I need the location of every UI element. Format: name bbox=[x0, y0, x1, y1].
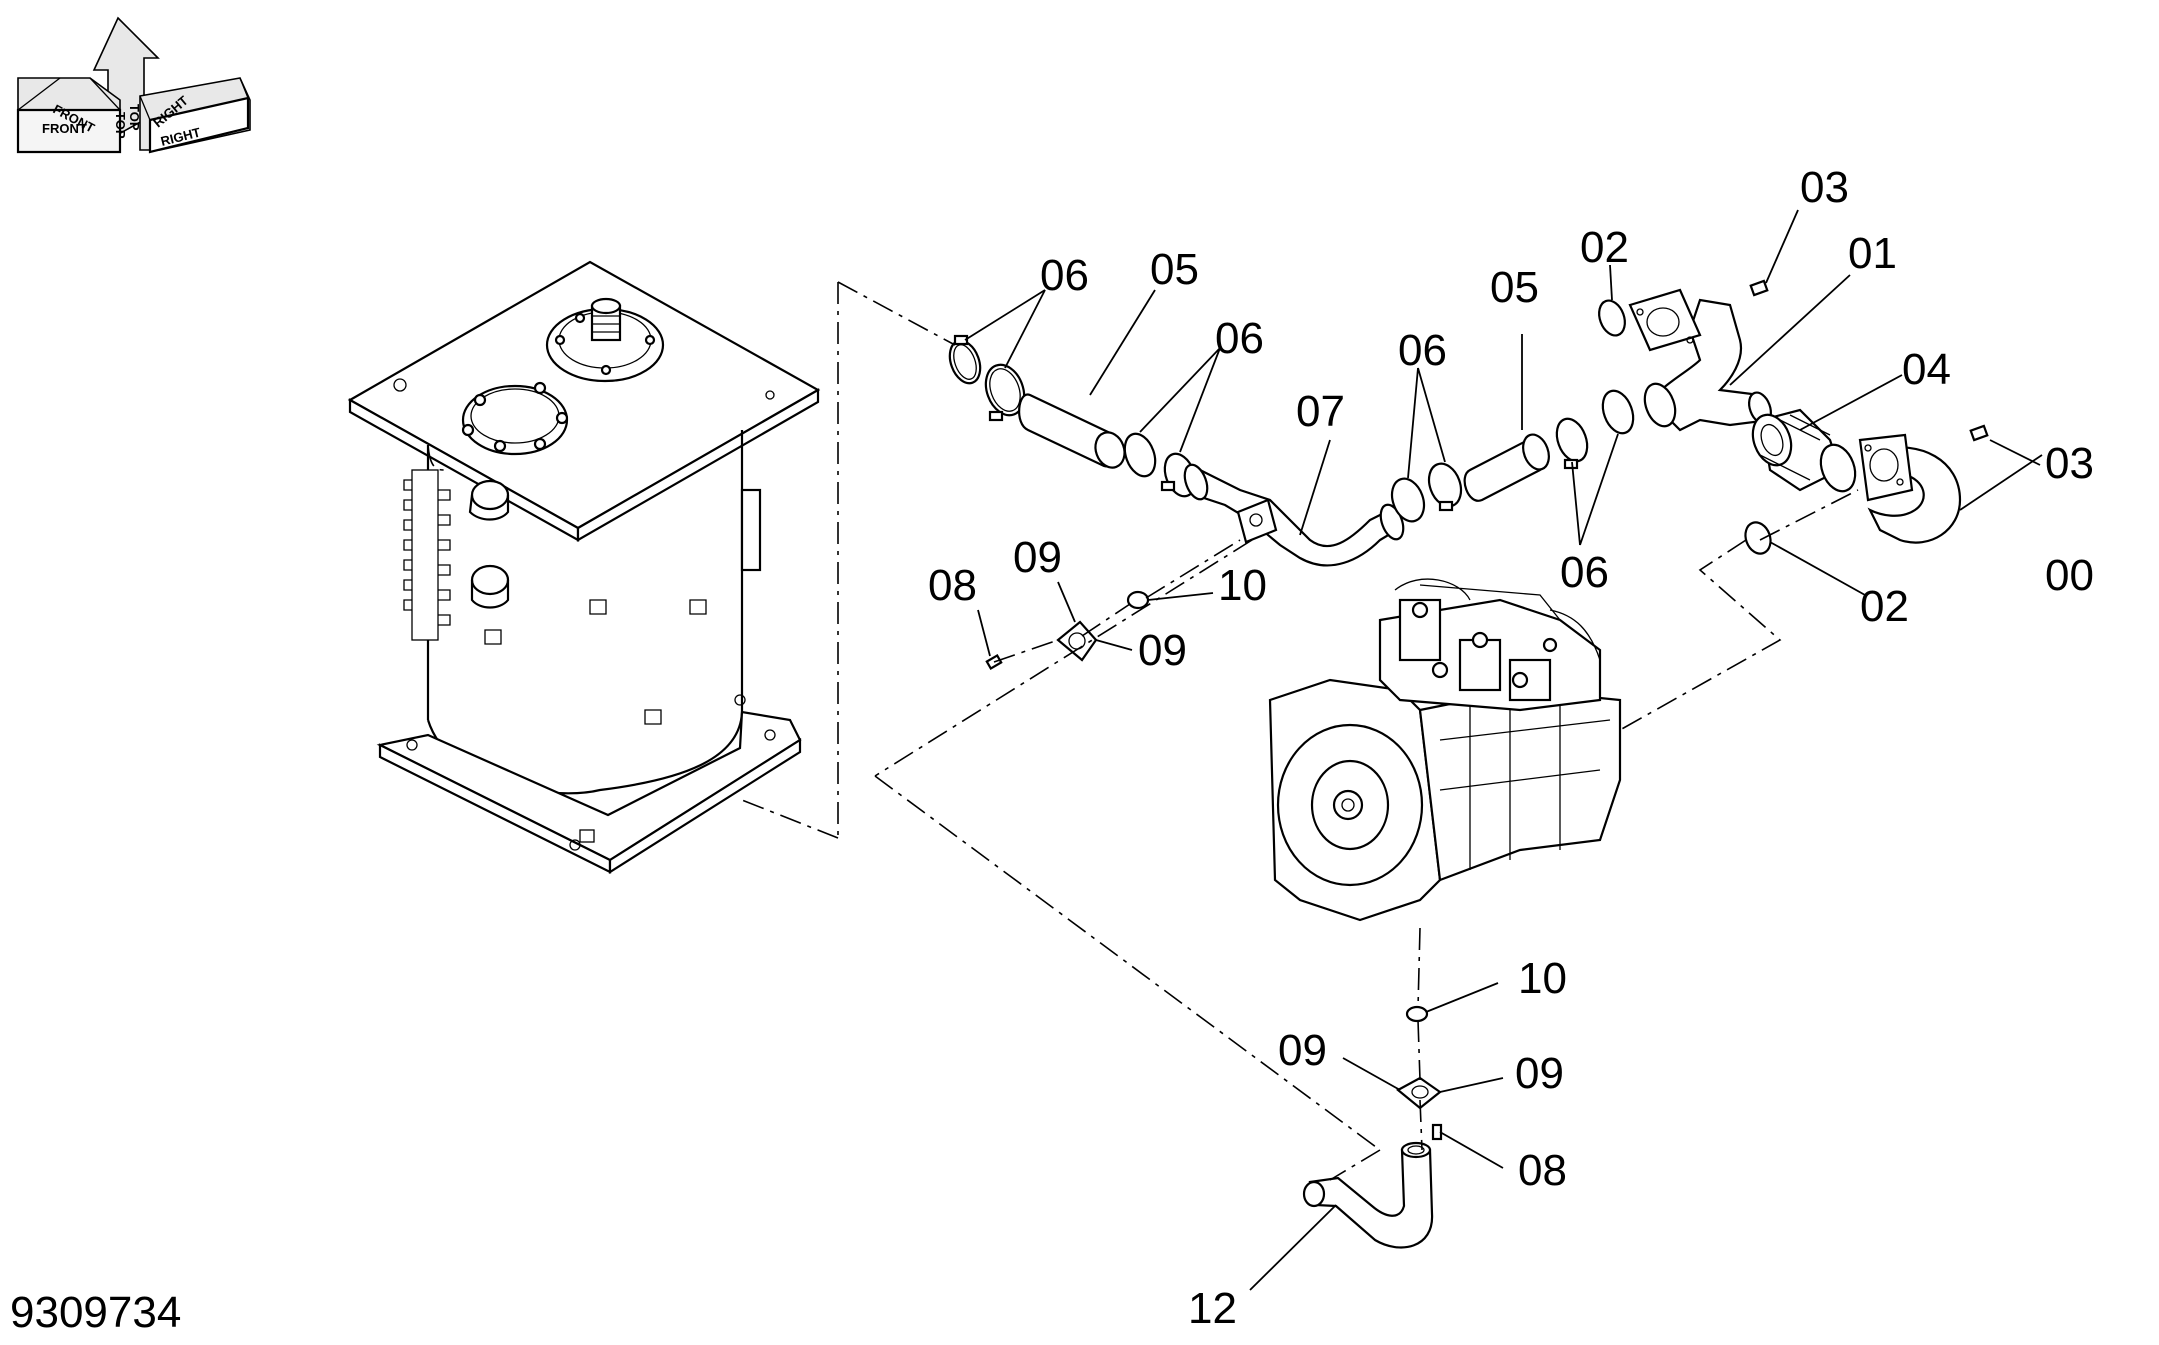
o-ring-02-b bbox=[1744, 521, 1772, 555]
orient-label-front: FRONT bbox=[42, 121, 87, 136]
callout-03: 03 bbox=[2045, 439, 2094, 488]
suction-hose-05-b bbox=[1463, 433, 1550, 502]
bolt-03-a bbox=[1749, 279, 1769, 297]
hose-clamp-06-h bbox=[1601, 389, 1635, 435]
callout-06: 06 bbox=[1215, 314, 1264, 363]
hose-clamp-06-f bbox=[1427, 462, 1463, 512]
callout-08: 08 bbox=[928, 561, 977, 610]
callout-09: 09 bbox=[1278, 1026, 1327, 1075]
callout-02: 02 bbox=[1580, 223, 1629, 272]
hose-clamp-06-b bbox=[984, 363, 1026, 422]
callout-02: 02 bbox=[1860, 582, 1909, 631]
orientation-indicator: FRONT FRONT TOP RIGHT RIGHT TOP bbox=[16, 16, 251, 154]
callout-09: 09 bbox=[1515, 1049, 1564, 1098]
hose-clamp-06-a bbox=[948, 334, 982, 385]
callout-00: 00 bbox=[2045, 551, 2094, 600]
callout-04: 04 bbox=[1902, 345, 1951, 394]
callout-01: 01 bbox=[1848, 229, 1897, 278]
callout-05: 05 bbox=[1490, 263, 1539, 312]
callout-06: 06 bbox=[1040, 251, 1089, 300]
elbow-pipe-01 bbox=[1628, 288, 1772, 432]
callout-10: 10 bbox=[1518, 954, 1567, 1003]
hose-clamp-06-e bbox=[1390, 477, 1426, 523]
split-flange-09-b bbox=[1396, 1076, 1442, 1110]
callout-03: 03 bbox=[1800, 163, 1849, 212]
drain-pipe-12 bbox=[1302, 1141, 1434, 1249]
o-ring-10-b bbox=[1405, 1005, 1429, 1023]
hose-clamp-06-g bbox=[1555, 417, 1589, 470]
bolt-03-b bbox=[1969, 424, 1989, 442]
orient-label-top: TOP bbox=[113, 112, 128, 139]
o-ring-02-a bbox=[1598, 299, 1626, 337]
drawing-number: 9309734 bbox=[10, 1288, 181, 1337]
elbow-00 bbox=[1858, 433, 1962, 544]
callout-08: 08 bbox=[1518, 1146, 1567, 1195]
callout-12: 12 bbox=[1188, 1284, 1237, 1333]
o-ring-10-a bbox=[1126, 590, 1150, 610]
callout-06: 06 bbox=[1560, 548, 1609, 597]
bolt-08-b bbox=[1431, 1123, 1443, 1141]
callout-labels: 06 05 06 07 06 05 02 03 01 04 03 06 00 0… bbox=[928, 163, 2094, 1333]
callout-07: 07 bbox=[1296, 387, 1345, 436]
assembly-lines bbox=[741, 281, 1859, 1181]
hydraulic-pump-assembly bbox=[1268, 578, 1622, 922]
hose-clamp-06-c bbox=[1123, 432, 1157, 478]
callout-06: 06 bbox=[1398, 326, 1447, 375]
hydraulic-tank bbox=[347, 260, 821, 874]
callout-05: 05 bbox=[1150, 245, 1199, 294]
callout-09: 09 bbox=[1138, 626, 1187, 675]
coupling-04 bbox=[1751, 408, 1857, 493]
suction-pipe-07 bbox=[1183, 463, 1405, 567]
orient-label-top-2: TOP bbox=[127, 104, 142, 131]
callout-09: 09 bbox=[1013, 533, 1062, 582]
leader-lines bbox=[964, 209, 2043, 1291]
callout-10: 10 bbox=[1218, 561, 1267, 610]
suction-hose-05-a bbox=[1018, 393, 1126, 469]
